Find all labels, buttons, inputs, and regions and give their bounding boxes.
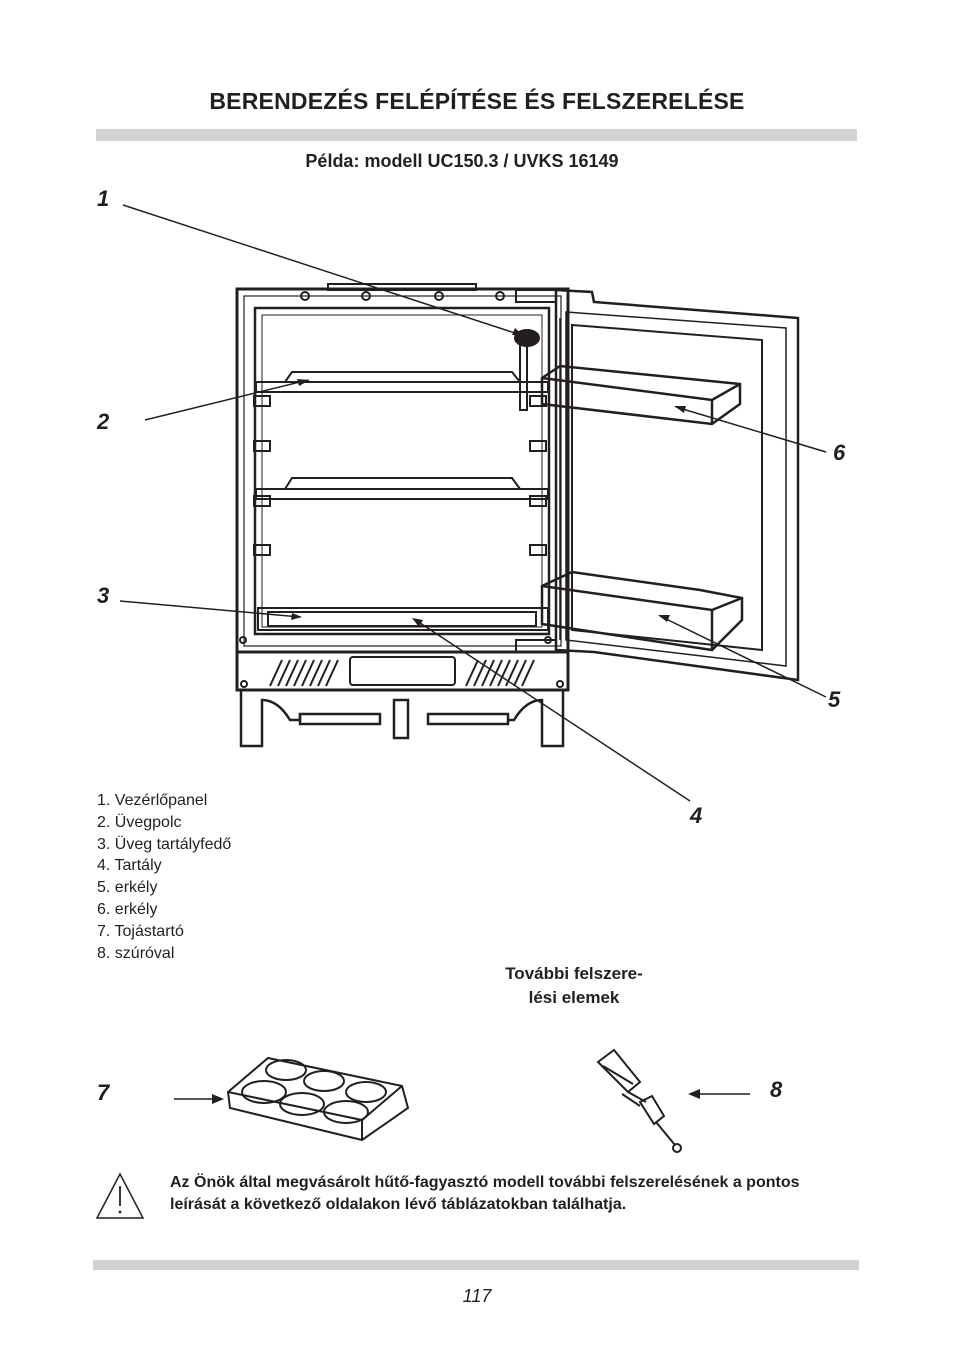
upper-door-balcony — [540, 364, 742, 426]
scraper-illustration — [596, 1048, 682, 1153]
callout-1: 1 — [97, 186, 110, 211]
warning-line1: Az Önök által megvásárolt hűtő-fagyasztó… — [170, 1174, 800, 1191]
callout-8: 8 — [770, 1077, 783, 1102]
warning-note: Az Önök által megvásárolt hűtő-fagyasztó… — [170, 1172, 870, 1216]
callout-6: 6 — [833, 440, 846, 465]
top-divider — [96, 129, 857, 141]
callout-2: 2 — [97, 409, 110, 434]
bottom-divider — [93, 1260, 859, 1270]
legend-item: 5. erkély — [97, 879, 158, 897]
extras-heading-line1: További felszere- — [505, 964, 643, 983]
legend-item: 6. erkély — [97, 900, 158, 918]
leader-5 — [659, 615, 827, 698]
callout-5: 5 — [828, 687, 841, 712]
warning-triangle-icon — [95, 1172, 145, 1219]
legend-item: 1. Vezérlőpanel — [97, 792, 208, 809]
callout-4: 4 — [690, 803, 703, 828]
page-number: 117 — [462, 1286, 492, 1306]
door-outline — [554, 288, 800, 682]
callout-3: 3 — [97, 583, 110, 608]
extras-heading-line2: lési elemek — [528, 988, 620, 1007]
lower-glass-shelf — [255, 488, 549, 500]
leader-3 — [119, 600, 301, 618]
legend-item: 8. szúróval — [97, 944, 175, 962]
leader-2 — [144, 379, 309, 421]
page-title: BERENDEZÉS FELÉPÍTÉSE ÉS FELSZERELÉSE — [209, 88, 745, 114]
drawer-cover — [257, 607, 549, 631]
legend-item: 3. Üveg tartályfedő — [97, 835, 232, 853]
leader-4 — [413, 618, 691, 802]
egg-tray-illustration — [226, 1056, 410, 1142]
callout-7: 7 — [97, 1080, 110, 1105]
egg-tray — [226, 1056, 410, 1142]
cabinet-interior — [253, 306, 551, 636]
legend-item: 4. Tartály — [97, 857, 162, 875]
leader-1 — [122, 204, 525, 337]
legend-item: 7. Tojástartó — [97, 922, 184, 940]
leader-6 — [675, 406, 827, 453]
upper-glass-shelf — [255, 381, 549, 393]
figure-subtitle: Példa: modell UC150.3 / UVKS 16149 — [305, 151, 619, 171]
scraper — [596, 1048, 642, 1094]
base-panel — [235, 650, 570, 692]
parts-legend: 1. Vezérlőpanel 2. Üvegpolc 3. Üveg tart… — [97, 790, 231, 964]
legend-item: 2. Üvegpolc — [97, 813, 182, 831]
warning-line2: leírását a következő oldalakon lévő tábl… — [170, 1196, 627, 1213]
extras-heading: További felszere- lési elemek — [488, 962, 660, 1010]
